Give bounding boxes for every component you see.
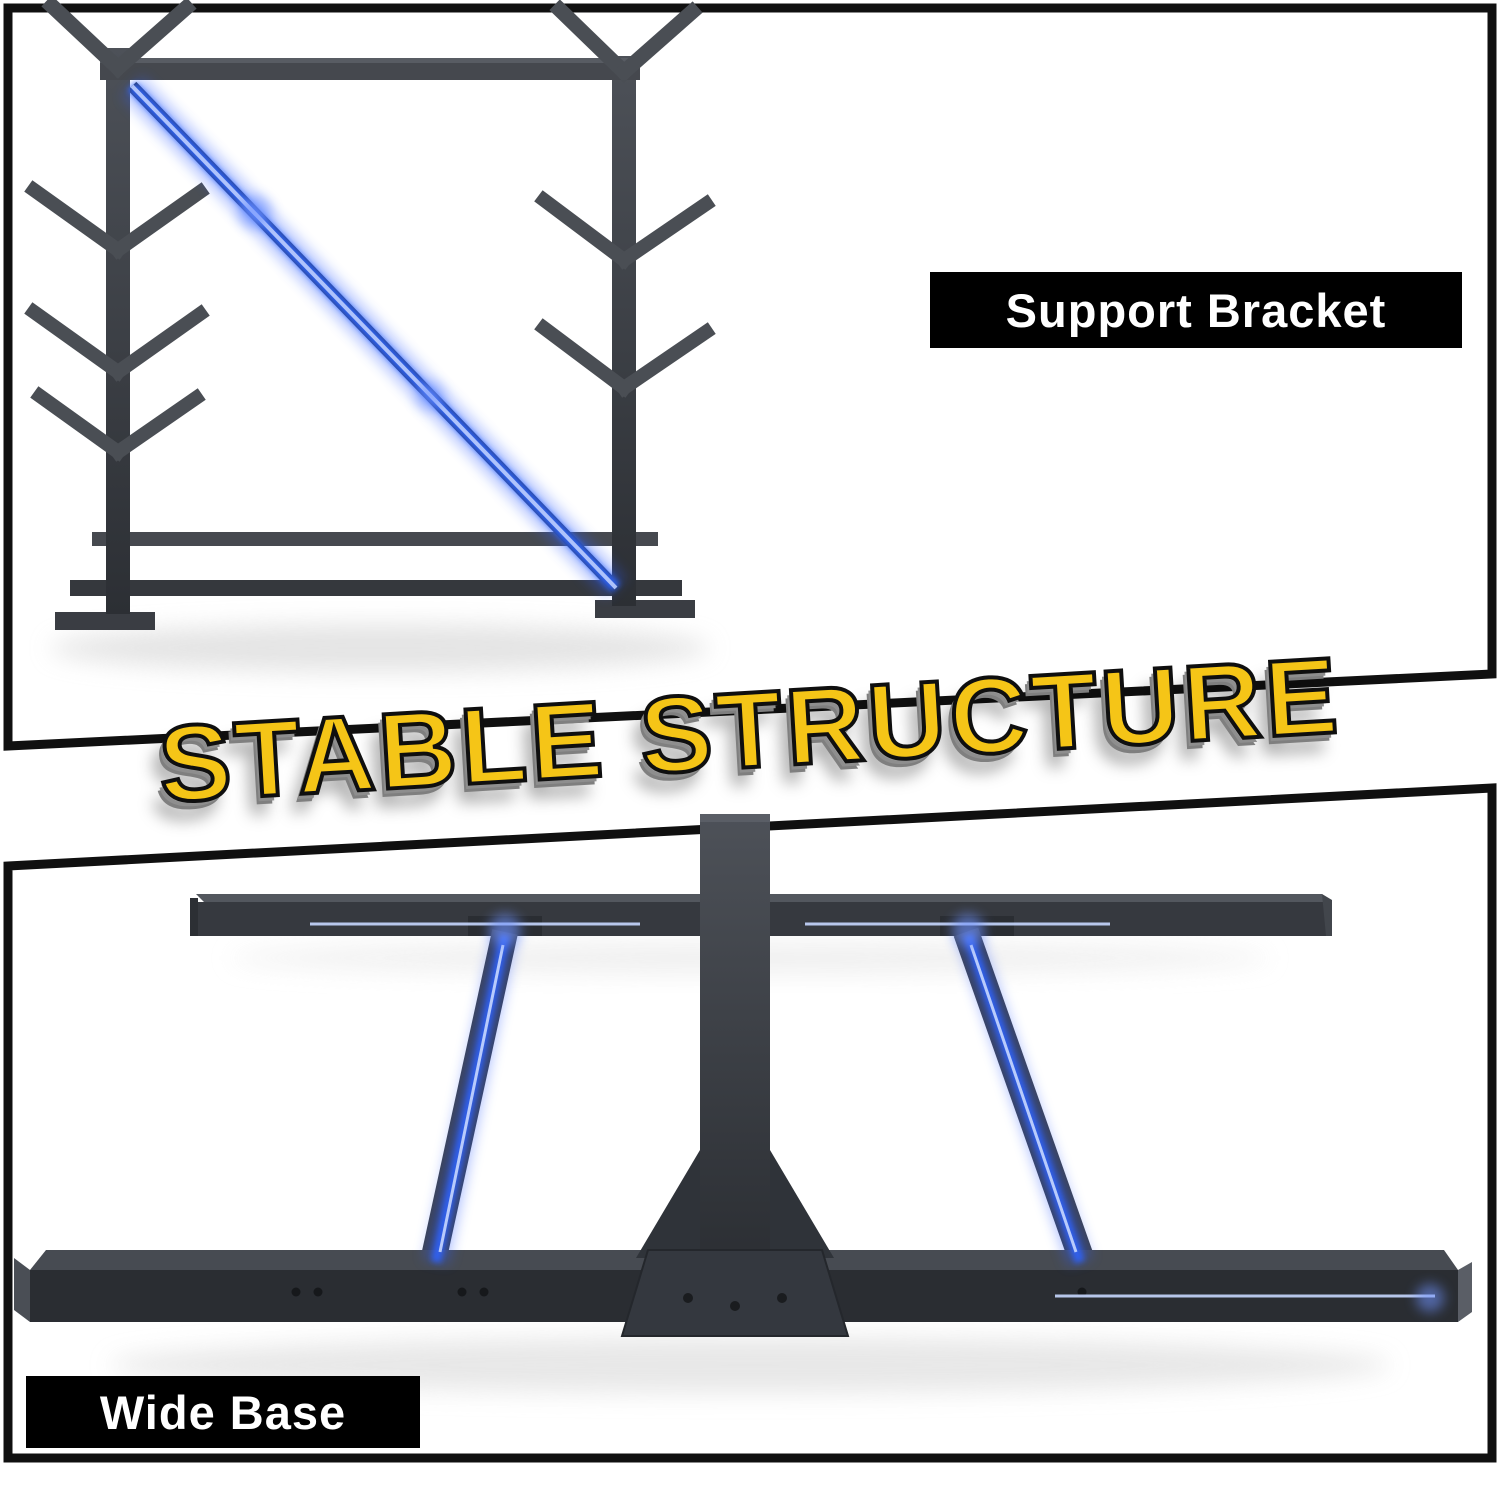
wide-base-label-text: Wide Base [99,1385,347,1439]
top-panel [3,0,1497,751]
rack-base-rail-lower [70,580,682,596]
rack-base-rail-upper [92,532,658,546]
rack-top-arms [41,0,703,83]
rack-foot-left [55,612,155,630]
rack-top-beam-highlight [100,58,640,63]
rack-top-beam [100,58,640,80]
support-bracket-label-text: Support Bracket [1005,283,1387,337]
support-bracket-label: Support Bracket [930,272,1462,348]
rack-post-left [106,48,130,614]
base-front-shadow [110,1337,1390,1393]
rack-shadow [50,624,710,672]
rack-post-right [612,56,636,606]
base-illustration [14,814,1472,1393]
rack-cradle-arms [24,180,716,462]
base-highlight-glow [300,913,1448,1312]
top-panel-border [3,3,1497,751]
wide-base-label: Wide Base [26,1376,420,1448]
bottom-panel [3,783,1497,1463]
rack-illustration [24,0,716,672]
rack-foot-right [595,600,695,618]
support-bracket-glow [121,75,627,599]
center-post [620,814,850,1337]
